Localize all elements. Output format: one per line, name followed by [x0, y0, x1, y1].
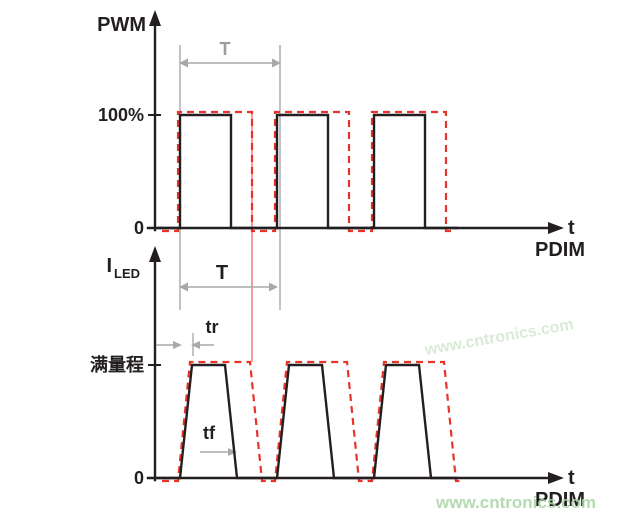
iled-period-arrow-right-head — [269, 282, 278, 292]
iled-waveform-red-dashed — [162, 360, 462, 483]
iled-zero-label: 0 — [134, 468, 144, 488]
watermark-middle: www.cntronics.com — [423, 316, 575, 359]
watermark-bottom: www.cntronics.com — [435, 493, 596, 512]
iled-x-axis-label: t — [568, 467, 575, 489]
pwm-x-axis-sublabel: PDIM — [535, 239, 585, 261]
iled-period-label: T — [216, 262, 228, 284]
pwm-100-label: 100% — [98, 105, 144, 125]
iled-x-axis-arrow — [548, 472, 564, 484]
fall-time-label: tf — [203, 423, 216, 443]
iled-waveform-black — [157, 363, 458, 480]
rise-time-arrow-right — [191, 341, 200, 349]
pwm-waveform-black — [157, 113, 458, 230]
pwm-period-arrow-right-head — [272, 58, 281, 68]
iled-x-axis-sublabel: PDIM — [535, 489, 585, 511]
pwm-zero-label: 0 — [134, 218, 144, 238]
pwm-waveform-red-dashed — [162, 110, 456, 233]
pwm-x-axis-arrow — [548, 222, 564, 234]
iled-y-axis-sublabel: LED — [114, 266, 140, 281]
pwm-period-arrow-left-head — [179, 58, 188, 68]
rise-time-arrow-left — [173, 341, 182, 349]
iled-fullscale-label: 满量程 — [90, 354, 144, 376]
pwm-period-label: T — [220, 39, 231, 59]
pwm-y-axis-label: PWM — [97, 14, 146, 36]
rise-time-label: tr — [206, 317, 219, 337]
iled-period-arrow-left-head — [179, 282, 188, 292]
fall-time-arrow — [228, 448, 237, 456]
pwm-y-axis-arrow — [149, 10, 161, 26]
iled-y-axis-arrow — [149, 246, 161, 262]
iled-y-axis-label: I — [106, 255, 112, 277]
pwm-x-axis-label: t — [568, 217, 575, 239]
